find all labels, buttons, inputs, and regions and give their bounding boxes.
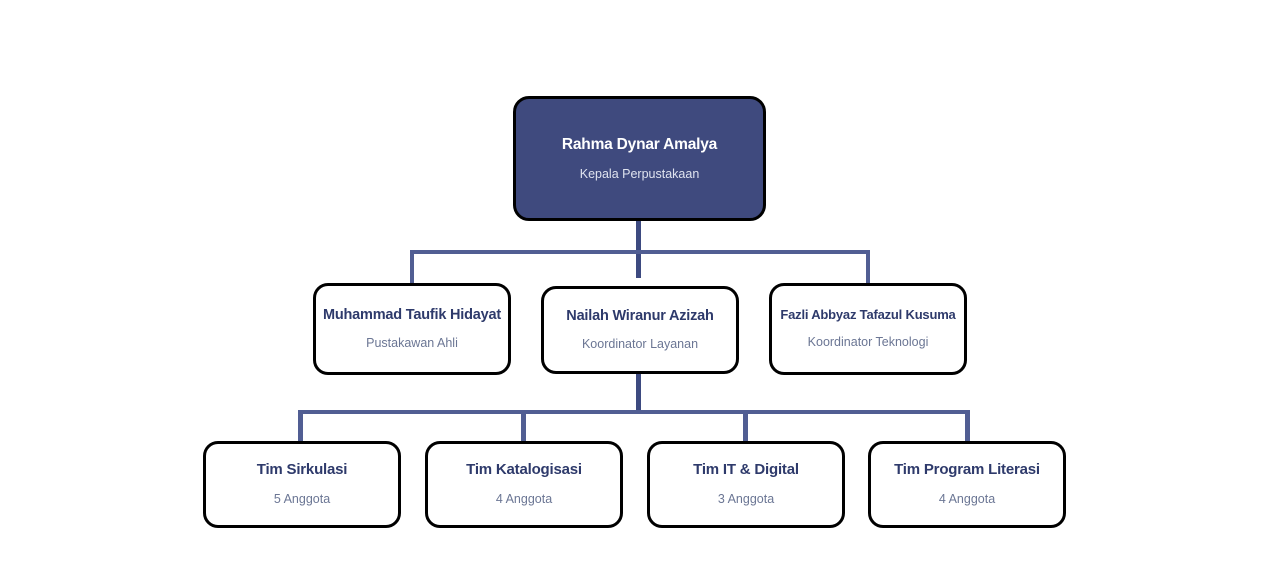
connector-root-stem	[636, 220, 641, 278]
org-node-title: Nailah Wiranur Azizah	[566, 307, 714, 324]
org-node-tim-katalogisasi[interactable]: Tim Katalogisasi 4 Anggota	[425, 441, 623, 528]
org-node-title: Muhammad Taufik Hidayat	[322, 306, 502, 323]
org-node-subtitle: Kepala Perpustakaan	[579, 166, 700, 181]
org-node-tim-it-digital[interactable]: Tim IT & Digital 3 Anggota	[647, 441, 845, 528]
org-node-tim-program-literasi[interactable]: Tim Program Literasi 4 Anggota	[868, 441, 1066, 528]
org-node-subtitle: 3 Anggota	[717, 491, 775, 506]
org-node-subtitle: 4 Anggota	[938, 491, 996, 506]
org-node-pustakawan-ahli[interactable]: Muhammad Taufik Hidayat Pustakawan Ahli	[313, 283, 511, 375]
org-node-subtitle: Koordinator Layanan	[581, 336, 699, 351]
connector-level3-drop-4	[965, 410, 970, 442]
org-node-tim-sirkulasi[interactable]: Tim Sirkulasi 5 Anggota	[203, 441, 401, 528]
connector-level3-stem	[636, 373, 641, 413]
org-node-koordinator-teknologi[interactable]: Fazli Abbyaz Tafazul Kusuma Koordinator …	[769, 283, 967, 375]
org-node-subtitle: 5 Anggota	[273, 491, 331, 506]
connector-level3-drop-1	[298, 410, 303, 442]
org-node-title: Tim Program Literasi	[894, 461, 1040, 479]
org-node-subtitle: Pustakawan Ahli	[366, 335, 458, 350]
connector-level2-bar	[410, 250, 870, 254]
org-node-subtitle: 4 Anggota	[495, 491, 553, 506]
connector-level3-drop-2	[521, 410, 526, 442]
org-node-subtitle: Koordinator Teknologi	[807, 334, 929, 349]
org-node-title: Tim IT & Digital	[693, 461, 799, 479]
connector-level3-drop-3	[743, 410, 748, 442]
connector-level2-drop-right	[866, 250, 870, 284]
org-node-title: Tim Sirkulasi	[256, 461, 348, 479]
org-node-title: Fazli Abbyaz Tafazul Kusuma	[780, 307, 956, 323]
org-node-title: Rahma Dynar Amalya	[561, 135, 718, 153]
org-node-kepala-perpustakaan[interactable]: Rahma Dynar Amalya Kepala Perpustakaan	[513, 96, 766, 221]
org-node-koordinator-layanan[interactable]: Nailah Wiranur Azizah Koordinator Layana…	[541, 286, 739, 374]
connector-level3-bar	[298, 410, 970, 414]
connector-level2-drop-left	[410, 250, 414, 284]
org-node-title: Tim Katalogisasi	[466, 461, 582, 479]
